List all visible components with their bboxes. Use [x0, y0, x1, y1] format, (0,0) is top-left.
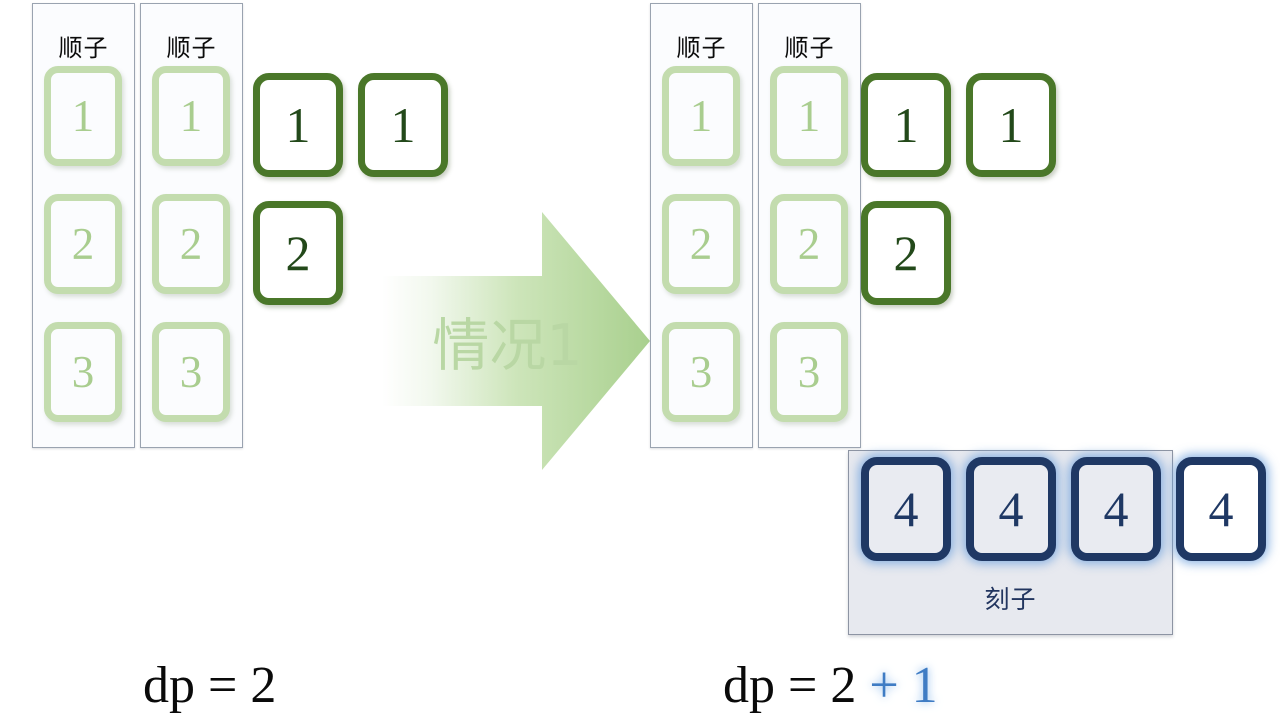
right-formula: dp = 2 + 1	[723, 656, 938, 715]
left-sequence-group: 顺子 1 2 3 顺子 1 2 3	[32, 3, 246, 448]
right-sequence-column-1: 顺子 1 2 3	[650, 3, 753, 448]
triplet-label: 刻子	[984, 585, 1037, 614]
ghost-tile: 3	[770, 322, 848, 422]
green-tile: 2	[861, 201, 951, 305]
sequence-label: 顺子	[676, 34, 727, 62]
green-tile: 2	[253, 201, 343, 305]
green-tile: 1	[966, 73, 1056, 177]
ghost-tile: 1	[44, 66, 122, 166]
ghost-tile: 2	[44, 194, 122, 294]
ghost-tile: 1	[662, 66, 740, 166]
right-sequence-column-2: 顺子 1 2 3	[758, 3, 861, 448]
right-formula-base: dp = 2	[723, 657, 870, 714]
left-sequence-column-1: 顺子 1 2 3	[32, 3, 135, 448]
arrow-shape	[382, 212, 650, 470]
ghost-tile: 1	[770, 66, 848, 166]
right-formula-accent: + 1	[869, 657, 938, 714]
ghost-tile: 3	[662, 322, 740, 422]
case-arrow: 情况1	[382, 212, 650, 470]
ghost-tile: 3	[152, 322, 230, 422]
sequence-label: 顺子	[166, 34, 217, 62]
green-tile: 1	[253, 73, 343, 177]
ghost-tile: 2	[770, 194, 848, 294]
ghost-tile: 2	[152, 194, 230, 294]
right-sequence-group: 顺子 1 2 3 顺子 1 2 3	[650, 3, 864, 448]
green-tile: 1	[861, 73, 951, 177]
navy-tile: 4	[966, 457, 1056, 561]
left-formula-base: dp = 2	[143, 657, 277, 714]
ghost-tile: 3	[44, 322, 122, 422]
ghost-tile: 2	[662, 194, 740, 294]
sequence-label: 顺子	[784, 34, 835, 62]
navy-tile: 4	[1071, 457, 1161, 561]
green-tile: 1	[358, 73, 448, 177]
left-formula: dp = 2	[143, 656, 276, 715]
navy-tile: 4	[861, 457, 951, 561]
navy-tile-outside: 4	[1176, 457, 1266, 561]
sequence-label: 顺子	[58, 34, 109, 62]
left-sequence-column-2: 顺子 1 2 3	[140, 3, 243, 448]
ghost-tile: 1	[152, 66, 230, 166]
